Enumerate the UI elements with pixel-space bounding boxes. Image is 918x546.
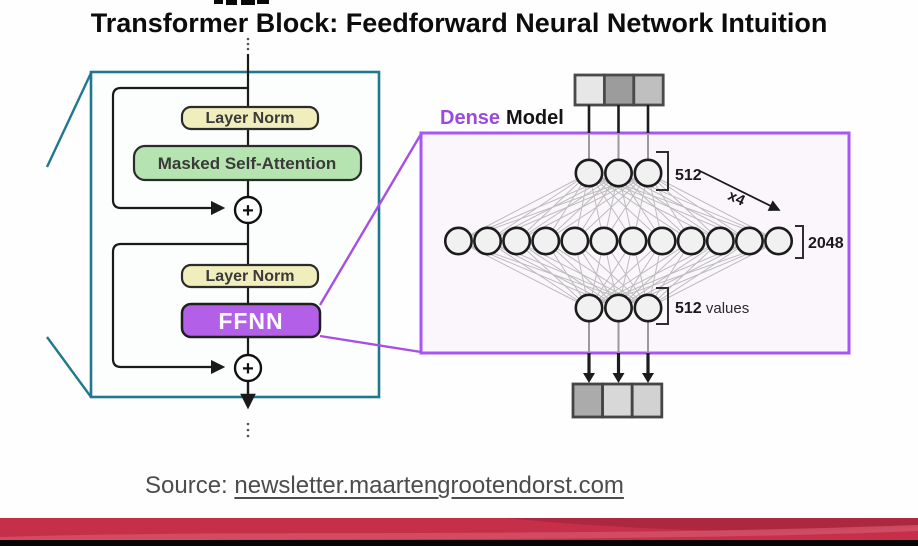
bracket-input-layer [656, 151, 669, 191]
neuron [531, 226, 561, 256]
bracket-output-layer [656, 287, 669, 325]
ffnn-box [180, 302, 322, 339]
token-cell [630, 382, 664, 419]
neuron [764, 226, 794, 256]
ffnn-label: FFNN [218, 308, 283, 334]
connection-line [545, 172, 649, 242]
token-cell [632, 73, 665, 107]
neuron [618, 226, 648, 256]
neuron [574, 158, 604, 188]
source-link[interactable]: newsletter.maartengrootendorst.com [234, 472, 624, 499]
output-size-label: 512 values [675, 300, 749, 317]
neuron [633, 293, 663, 323]
residual-add-circle-bottom [233, 353, 263, 383]
residual-add-circle-top [233, 195, 263, 225]
connection-line [487, 240, 590, 309]
connection-line [588, 240, 663, 309]
stream-dots-top [246, 42, 250, 46]
bracket-hidden-layer [795, 225, 804, 259]
skip-connection-ffnn [111, 242, 248, 375]
expansion-arrow [699, 170, 781, 211]
masked-self-attention-box [132, 144, 363, 182]
layer-norm-box-bottom [180, 263, 320, 289]
neuron [473, 226, 503, 256]
neuron [560, 226, 590, 256]
dense-neurons [443, 158, 794, 323]
connection-line [647, 172, 750, 242]
source-attribution: Source: newsletter.maartengrootendorst.c… [145, 472, 624, 500]
stream-dots-bottom [246, 428, 250, 432]
stream-dots-bottom [246, 422, 250, 426]
bottom-ribbon [0, 518, 918, 546]
neuron [633, 158, 663, 188]
connection-line [588, 240, 692, 309]
layer-norm-label-bottom: Layer Norm [206, 268, 295, 285]
zoom-callout-line-teal-top [45, 72, 93, 168]
neuron [676, 226, 706, 256]
neuron [603, 293, 633, 323]
cutoff-text-fragment [214, 0, 223, 4]
cutoff-text-fragment [241, 0, 255, 5]
zoom-callout-line-teal-bottom [46, 336, 92, 398]
connection-line [516, 240, 590, 309]
page-title: Transformer Block: Feedforward Neural Ne… [90, 8, 828, 38]
neuron [705, 226, 735, 256]
skip-connection-attention [111, 86, 248, 216]
stream-dots-top [246, 47, 250, 51]
zoom-callout-line-purple-top [318, 133, 423, 306]
neuron [502, 226, 532, 256]
connection-line [574, 172, 649, 242]
plus-icon: + [242, 200, 254, 222]
token-cell [601, 382, 634, 419]
connection-line [647, 172, 721, 242]
neuron [589, 226, 619, 256]
neuron [443, 226, 473, 256]
plus-icon: + [242, 358, 254, 380]
dense-model-title-rest: Model [506, 107, 564, 129]
neuron [734, 226, 764, 256]
token-cell [573, 73, 606, 107]
source-prefix: Source: [145, 472, 235, 499]
neuron [603, 158, 633, 188]
input-size-label: 512 [675, 167, 702, 184]
zoom-callout-line-purple-bottom [319, 334, 422, 354]
input-token-strip [573, 73, 665, 107]
token-cell [603, 73, 636, 107]
stream-dots-bottom [246, 434, 250, 438]
cutoff-text-fragment [226, 0, 237, 5]
layer-norm-box-top [180, 105, 320, 131]
dense-model-frame-border [419, 131, 851, 355]
expansion-label: x4 [725, 187, 748, 210]
token-cell [571, 382, 605, 419]
hidden-size-label: 2048 [808, 235, 844, 252]
output-arrows [583, 353, 654, 383]
dense-model-title-accent: Dense [440, 107, 501, 129]
cutoff-text-fragment [257, 0, 269, 4]
stream-dots-top [246, 37, 250, 41]
output-token-strip [571, 382, 664, 419]
layer-norm-label-top: Layer Norm [206, 110, 295, 127]
neuron [574, 293, 604, 323]
neuron [647, 226, 677, 256]
masked-self-attention-label: Masked Self-Attention [158, 154, 337, 173]
